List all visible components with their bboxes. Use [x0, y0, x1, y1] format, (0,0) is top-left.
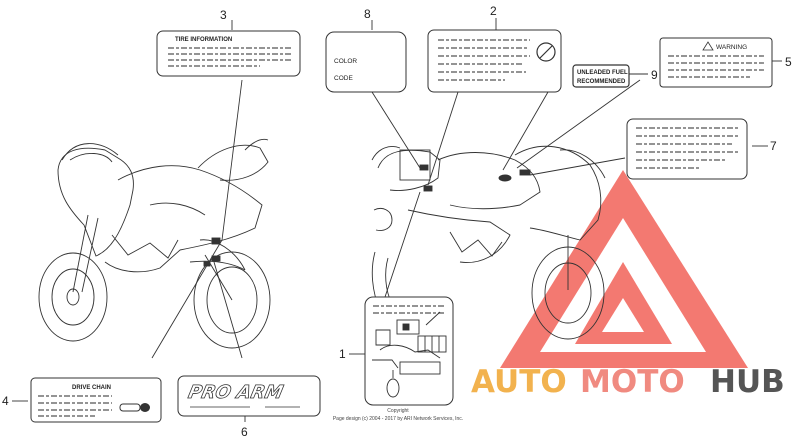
callout-7: 7 [770, 139, 777, 153]
color-code-line2: CODE [334, 75, 353, 82]
warning-title: WARNING [716, 44, 747, 51]
color-code-line1: COLOR [334, 58, 357, 65]
label-3-tire-information: TIRE INFORMATION [156, 30, 301, 77]
copyright-line1: Copyright [387, 408, 409, 414]
motorcycle-left-illustration [38, 138, 271, 349]
warning-triangle-icon [702, 41, 714, 51]
label-1-emission-diagram [364, 296, 454, 406]
drive-chain-title: DRIVE CHAIN [72, 385, 111, 391]
wordmark-moto: MOTO [580, 364, 685, 400]
label-4-drive-chain: DRIVE CHAIN [30, 377, 162, 423]
callout-3: 3 [220, 8, 227, 22]
label-5-warning: WARNING [659, 37, 773, 88]
callout-1: 1 [339, 347, 346, 361]
callout-9: 9 [651, 68, 658, 82]
fuel-line2: RECOMMENDED [577, 79, 626, 85]
pro-arm-logo-text: PRO ARM [186, 382, 285, 403]
callout-6: 6 [241, 425, 248, 439]
callout-4: 4 [2, 394, 9, 408]
wordmark-auto: AUTO [471, 364, 567, 400]
prohibition-icon [536, 42, 556, 62]
wordmark-hub: HUB [710, 364, 785, 400]
callout-2: 2 [490, 4, 497, 18]
callout-numbers: 3 8 2 9 5 7 1 4 6 [2, 4, 792, 439]
chain-lube-icon [119, 403, 150, 412]
leader-lines [12, 18, 782, 422]
label-6-pro-arm: PRO ARM [177, 375, 321, 417]
copyright-line2: Page design (c) 2004 - 2017 by ARI Netwo… [333, 416, 463, 422]
automotohub-logo-mark [500, 170, 748, 368]
fuel-line1: UNLEADED FUEL [577, 70, 628, 76]
callout-8: 8 [364, 7, 371, 21]
label-9-unleaded-fuel: UNLEADED FUEL RECOMMENDED [572, 64, 630, 88]
label-7-information [626, 118, 748, 180]
label-2-information [427, 29, 562, 93]
automotohub-wordmark: AUTO MOTO HUB [471, 364, 785, 400]
motorcycle-right-illustration [371, 145, 606, 340]
tire-info-title: TIRE INFORMATION [175, 37, 232, 43]
label-8-color-code: COLOR CODE [325, 31, 407, 93]
callout-5: 5 [785, 55, 792, 69]
